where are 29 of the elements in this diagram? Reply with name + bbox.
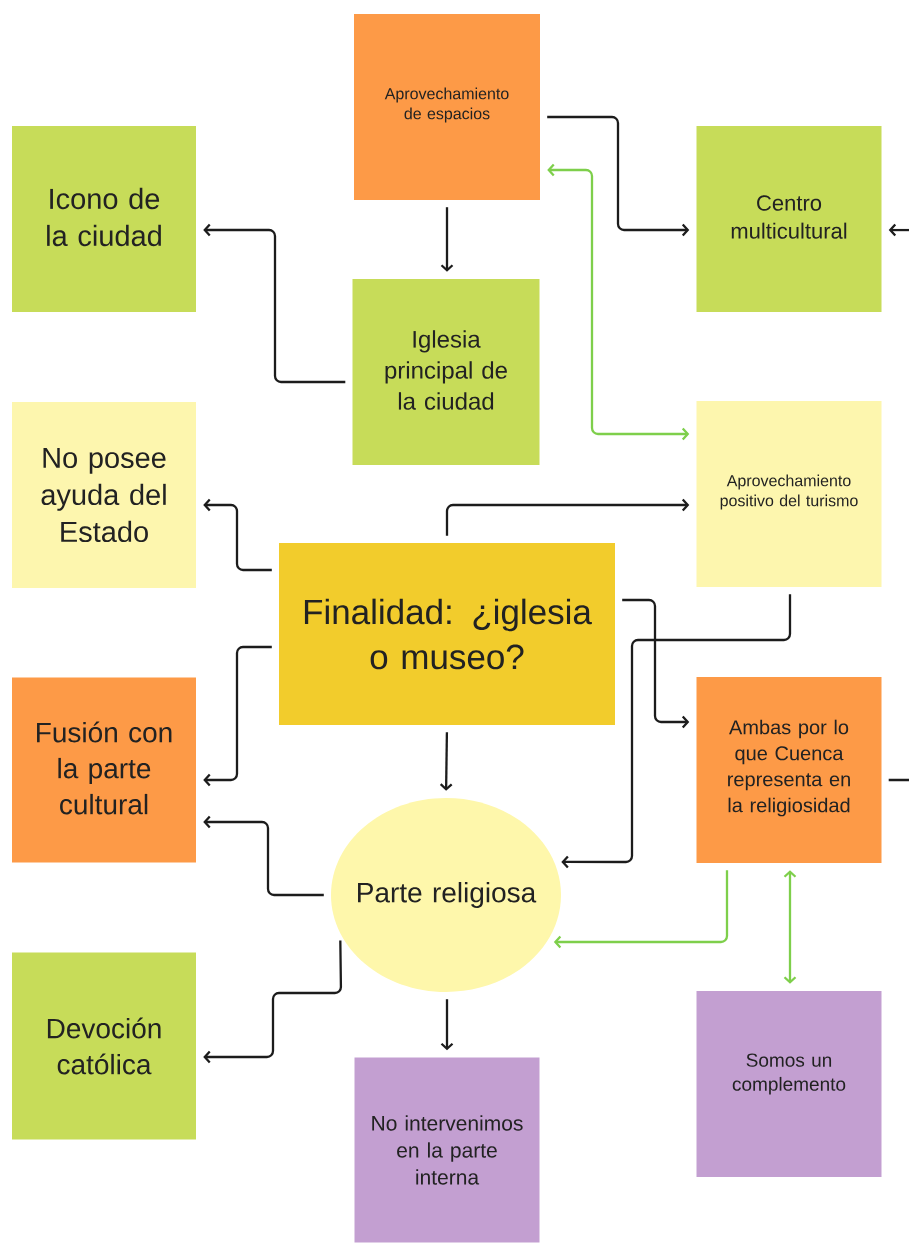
sticky-note: Ambas por lo que Cuenca representa en la religiosidad	[696, 677, 882, 863]
arrow	[622, 598, 690, 729]
arrow	[203, 645, 272, 787]
arrow	[203, 940, 343, 1064]
arrow	[547, 115, 690, 237]
sticky-note: Centro multicultural	[696, 126, 882, 312]
sticky-note: Devoción católica	[12, 952, 196, 1140]
arrow	[561, 594, 792, 869]
arrow	[553, 870, 729, 949]
arrow	[888, 223, 909, 237]
sticky-note: Aprovechamiento positivo del turismo	[696, 401, 882, 587]
arrow	[203, 498, 272, 572]
arrow	[439, 732, 453, 791]
arrow	[547, 163, 690, 441]
arrow	[440, 999, 454, 1051]
arrow	[203, 815, 324, 897]
sticky-note: Aprovechamiento de espacios	[354, 14, 540, 200]
sticky-note: Fusión con la parte cultural	[12, 677, 196, 863]
sticky-note: Iglesia principal de la ciudad	[352, 279, 540, 465]
sticky-note: Somos un complemento	[696, 991, 882, 1177]
ellipse-node: Parte religiosa	[331, 798, 561, 992]
sticky-note: No intervenimos en la parte interna	[354, 1057, 540, 1243]
arrow	[440, 207, 454, 272]
arrow	[783, 870, 797, 984]
sticky-note: Finalidad: ¿iglesia o museo?	[279, 543, 615, 725]
arrow	[203, 223, 346, 384]
arrow	[445, 498, 690, 536]
sticky-note: No posee ayuda del Estado	[12, 402, 196, 588]
sticky-note: Icono de la ciudad	[12, 126, 196, 312]
